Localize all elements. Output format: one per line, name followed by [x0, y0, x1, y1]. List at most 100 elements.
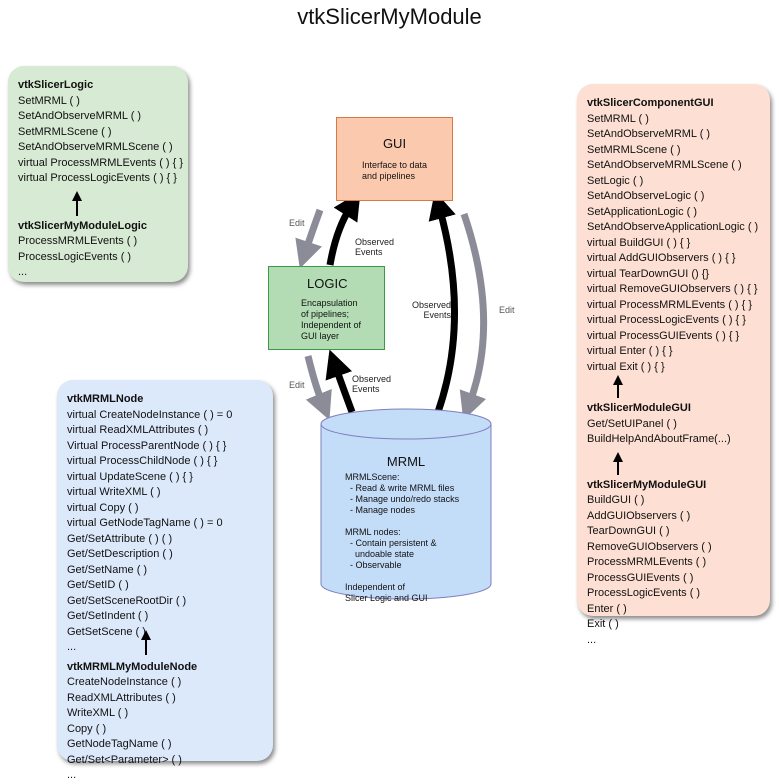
text-line: virtual CreateNodeInstance ( ) = 0 — [67, 408, 233, 421]
edit-label-gui-to-logic: Edit — [289, 218, 305, 228]
text-line: Observed — [352, 374, 392, 384]
text-line: virtual TearDownGUI () {} — [587, 267, 710, 280]
text-line: SetAndObserveMRMLScene ( ) — [587, 159, 742, 171]
text-line: ProcessMRMLEvents ( ) — [18, 235, 138, 247]
text-line: SetLogic ( ) — [587, 174, 644, 187]
arrow-up-icon — [141, 629, 151, 655]
text-line: SetMRML ( ) — [18, 94, 80, 107]
text-line: SetApplicationLogic ( ) — [587, 205, 698, 218]
text-line: BuildGUI ( ) — [587, 494, 645, 506]
node-derived-methods: CreateNodeInstance ( ) ReadXMLAttributes … — [67, 675, 263, 784]
text-line: Get/SetIndent ( ) — [67, 610, 149, 622]
text-line: SetMRMLScene ( ) — [587, 143, 681, 156]
text-line: Independent of — [345, 582, 406, 592]
text-line: Interface to data — [362, 160, 428, 170]
text-line: virtual ProcessMRMLEvents ( ) { } — [18, 156, 184, 169]
text-line: Events — [352, 384, 380, 394]
text-line: - Read & write MRML files — [345, 483, 455, 493]
text-line: RemoveGUIObservers ( ) — [587, 540, 712, 553]
text-line: virtual ProcessLogicEvents ( ) { } — [18, 172, 177, 184]
text-line: ProcessGUIEvents ( ) — [587, 571, 694, 584]
mrml-cylinder-body — [320, 424, 492, 600]
text-line: ... — [587, 633, 597, 646]
text-line: SetMRMLScene ( ) — [18, 125, 112, 138]
text-line: virtual RemoveGUIObservers ( ) { } — [587, 283, 758, 295]
text-line: Events — [423, 310, 452, 320]
logic-derived-methods: ProcessMRMLEvents ( )ProcessLogicEvents … — [18, 234, 178, 281]
text-line: SetAndObserveMRML ( ) — [18, 110, 142, 122]
text-line: virtual ReadXMLAttributes ( ) — [67, 424, 209, 436]
node-derived-class-name: vtkMRMLMyModuleNode — [67, 660, 198, 673]
arrow-up-icon — [72, 190, 82, 216]
logic-base-class-name: vtkSlicerLogic — [18, 79, 94, 91]
mrml-cylinder-top — [320, 408, 492, 440]
gui-box-title: GUI — [382, 136, 407, 151]
text-line: SetAndObserveMRMLScene ( ) — [18, 141, 173, 153]
text-line: GUI layer — [301, 331, 340, 341]
text-line: virtual ProcessGUIEvents ( ) { } — [587, 329, 740, 342]
text-line: virtual WriteXML ( ) — [67, 486, 161, 498]
text-line: SetMRML ( ) — [587, 112, 649, 125]
text-line: Slicer Logic and GUI — [345, 593, 428, 603]
logic-box-title: LOGIC — [307, 276, 348, 291]
text-line: ... — [18, 266, 28, 278]
text-line: Exit ( ) — [587, 618, 619, 630]
text-line: Observed — [355, 237, 395, 247]
text-line: Get/SetSceneRootDir ( ) — [67, 594, 187, 607]
text-line: ReadXMLAttributes ( ) — [67, 691, 176, 704]
flow-arrows — [295, 191, 492, 600]
text-line: GetSetScene ( ) — [67, 625, 146, 638]
arrow-up-icon — [613, 451, 623, 475]
text-line: GetNodeTagName ( ) — [67, 738, 172, 750]
text-line — [345, 571, 459, 582]
edit-label-gui-to-mrml: Edit — [499, 305, 515, 315]
mrml-box-title: MRML — [386, 454, 426, 469]
gui-derived-methods: BuildGUI ( )AddGUIObservers ( )TearDownG… — [587, 493, 760, 648]
text-line: AddGUIObservers ( ) — [587, 509, 691, 522]
diagram-title: vtkSlicerMyModule — [297, 4, 482, 29]
text-line: Independent of — [301, 320, 362, 330]
text-line: virtual UpdateScene ( ) { } — [67, 470, 193, 483]
inheritance-arrow — [67, 629, 263, 660]
text-line: Copy ( ) — [67, 722, 107, 735]
text-line: virtual ProcessChildNode ( ) { } — [67, 455, 218, 467]
text-line: ... — [67, 769, 77, 781]
logic-base-methods: SetMRML ( ) SetAndObserveMRML ( ) SetMRMLS… — [18, 94, 184, 187]
logic-class-panel: vtkSlicerLogic SetMRML ( ) SetAndObserveM… — [8, 66, 188, 282]
text-line: virtual AddGUIObservers ( ) { } — [587, 252, 736, 264]
text-line — [345, 516, 459, 527]
mrml-data-store: MRML MRMLScene: - Read & write MRML file… — [321, 440, 491, 603]
text-line: Get/SetID ( ) — [67, 579, 129, 591]
text-line: - Observable — [345, 560, 402, 570]
text-line: virtual BuildGUI ( ) { } — [587, 236, 691, 249]
text-line: Get/Set<Parameter> ( ) — [67, 753, 182, 766]
mrml-box-description: MRMLScene: - Read & write MRML files - M… — [345, 472, 459, 604]
text-line: undoable state — [345, 549, 415, 559]
text-line: ... — [67, 641, 77, 653]
gui-middle-class-name: vtkSlicerModuleGUI — [587, 402, 691, 414]
text-line: Get/SetDescription ( ) — [67, 548, 173, 560]
text-line: SetAndObserveApplicationLogic ( ) — [587, 221, 759, 233]
observed-arrow-mrml-to-gui — [428, 191, 458, 414]
node-base-methods: virtual CreateNodeInstance ( ) = 0 virtua… — [67, 408, 263, 656]
text-line: virtual Enter ( ) { } — [587, 345, 673, 357]
text-line: SetAndObserveMRML ( ) — [587, 128, 711, 140]
text-line: - Contain persistent & — [345, 538, 437, 548]
mrml-node-class-panel: vtkMRMLNode virtual CreateNodeInstance (… — [57, 380, 273, 781]
text-line: SetAndObserveLogic ( ) — [587, 190, 705, 202]
text-line: MRMLScene: — [345, 472, 400, 482]
edit-label-logic-to-mrml: Edit — [289, 380, 305, 390]
text-line: - Manage undo/redo stacks — [345, 494, 460, 504]
text-line: Events — [355, 247, 383, 257]
text-line: virtual Exit ( ) { } — [587, 360, 665, 373]
text-line: Encapsulation — [301, 298, 358, 308]
text-line: - Manage nodes — [345, 505, 416, 515]
text-line: virtual ProcessLogicEvents ( ) { } — [587, 314, 746, 326]
text-line: CreateNodeInstance ( ) — [67, 676, 182, 688]
text-line: MRML nodes: — [345, 527, 401, 537]
gui-base-methods: SetMRML ( ) SetAndObserveMRML ( ) SetMRMLS… — [587, 112, 760, 376]
text-line: ProcessLogicEvents ( ) — [587, 587, 701, 599]
